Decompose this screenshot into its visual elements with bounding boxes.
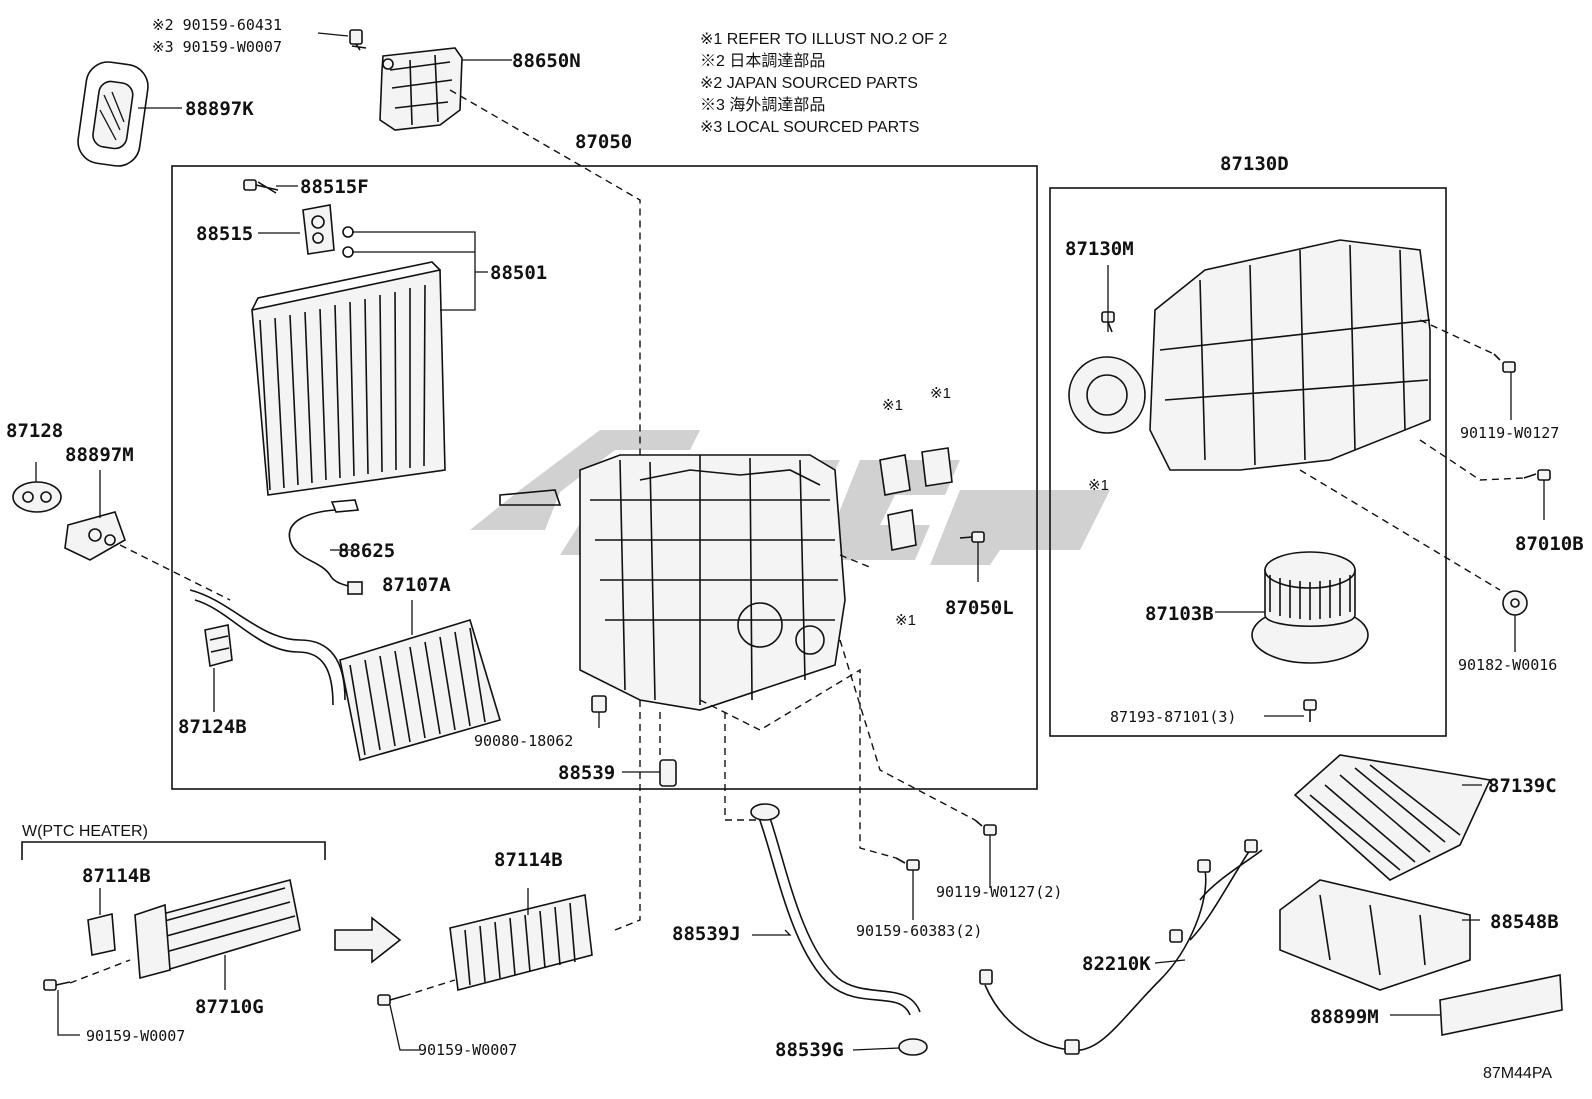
part-label[interactable]: 87114B: [494, 849, 563, 871]
part-88899M-drawing: [1439, 974, 1563, 1036]
part-label[interactable]: 87139C: [1488, 775, 1557, 797]
screw-90119-W0127-drawing: [1493, 353, 1516, 373]
part-label[interactable]: 87128: [6, 420, 63, 442]
part-88515-drawing: [302, 204, 354, 258]
part-label[interactable]: 87710G: [195, 996, 264, 1018]
part-label[interactable]: 88897M: [65, 444, 134, 466]
ref-mark-4: ※1: [1088, 477, 1109, 494]
screw-90159-60383-drawing: [895, 857, 920, 871]
assembly-box-87130D: [1049, 187, 1447, 737]
part-87124B-drawing: [204, 624, 233, 668]
part-90080-18062-drawing: [591, 695, 607, 713]
part-label[interactable]: 90159-W0007: [418, 1041, 517, 1059]
bolt-90159-60431-drawing: [349, 29, 367, 51]
part-label[interactable]: 88899M: [1310, 1006, 1379, 1028]
part-87114B-left-drawing: [87, 912, 116, 956]
ref-mark-3: ※1: [895, 612, 916, 629]
part-label[interactable]: 88515F: [300, 176, 369, 198]
part-label[interactable]: 88897K: [185, 98, 254, 120]
screw-87050L-drawing: [959, 531, 985, 543]
part-87050-housing-drawing: [499, 454, 846, 711]
part-label[interactable]: ※3 90159-W0007: [152, 38, 282, 56]
part-label[interactable]: 87130D: [1220, 153, 1289, 175]
screw-87010B-drawing: [1523, 469, 1551, 481]
note-3: ※2 JAPAN SOURCED PARTS: [700, 75, 918, 92]
part-87114B-right-drawing: [449, 894, 593, 992]
part-87107A-heater-core-drawing: [189, 589, 501, 762]
part-label[interactable]: 90182-W0016: [1458, 656, 1557, 674]
part-82210K-harness-drawing: [979, 839, 1263, 1055]
part-label[interactable]: 90159-60383(2): [856, 922, 982, 940]
part-label[interactable]: 82210K: [1082, 953, 1151, 975]
part-label[interactable]: 88650N: [512, 50, 581, 72]
part-label[interactable]: 88515: [196, 223, 253, 245]
part-label[interactable]: 87050L: [945, 597, 1014, 619]
note-5: ※3 LOCAL SOURCED PARTS: [700, 119, 919, 136]
part-88539J-hose-drawing: [750, 803, 921, 1016]
ref-mark-2: ※1: [930, 385, 951, 402]
part-label[interactable]: 88539J: [672, 923, 741, 945]
part-88539-drawing: [659, 759, 677, 787]
ptc-heater-bracket: [21, 841, 326, 860]
leader-lines: [35, 32, 1545, 1051]
part-87710G-ptc-heater-drawing: [134, 879, 301, 980]
note-4: ※3 海外調達部品: [700, 96, 825, 114]
part-label[interactable]: 90159-W0007: [86, 1027, 185, 1045]
part-88897M-drawing: [64, 511, 126, 561]
actuators-drawing: [879, 447, 953, 551]
note-1: ※1 REFER TO ILLUST NO.2 OF 2: [700, 31, 947, 48]
part-88539G-drawing: [898, 1038, 928, 1056]
part-87139C-filter-drawing: [1293, 754, 1492, 881]
arrow-icon: [334, 916, 402, 964]
screw-90159-W0007-left-drawing: [43, 979, 71, 991]
notes-block: ※1 REFER TO ILLUST NO.2 OF 2 ※2 日本調達部品 ※…: [700, 31, 947, 136]
part-label[interactable]: 88548B: [1490, 911, 1559, 933]
part-label[interactable]: 90119-W0127(2): [936, 883, 1062, 901]
note-2: ※2 日本調達部品: [700, 52, 825, 70]
part-87130D-blower-drawing: [1068, 239, 1431, 471]
diagram-code: 87M44PA: [1483, 1065, 1552, 1082]
part-label[interactable]: 88539: [558, 762, 615, 784]
part-label[interactable]: 87130M: [1065, 238, 1134, 260]
part-label[interactable]: 87114B: [82, 865, 151, 887]
part-label[interactable]: 90119-W0127: [1460, 424, 1559, 442]
part-labels: ※2 90159-60431 ※3 90159-W0007 88650N 888…: [6, 16, 1584, 1061]
clip-90182-W0016-drawing: [1502, 590, 1528, 616]
screw-90119-W0127-2-drawing: [974, 819, 997, 836]
part-88548B-drawing: [1279, 879, 1471, 991]
dashed-guide-lines: [69, 89, 1525, 997]
part-label[interactable]: 87107A: [382, 574, 451, 596]
part-label[interactable]: 90080-18062: [474, 732, 573, 750]
part-88625-sensor-drawing: [288, 499, 363, 595]
part-label[interactable]: 87103B: [1145, 603, 1214, 625]
bolt-88515F-drawing: [243, 179, 279, 194]
part-label[interactable]: 87193-87101(3): [1110, 708, 1236, 726]
assembly-box-87050: [171, 165, 1038, 790]
part-label[interactable]: 88501: [490, 262, 547, 284]
part-label[interactable]: 87050: [575, 131, 632, 153]
part-label[interactable]: 88539G: [775, 1039, 844, 1061]
part-label[interactable]: 88625: [338, 540, 395, 562]
part-87128-drawing: [12, 481, 62, 513]
screw-90159-W0007-right-drawing: [377, 994, 405, 1006]
part-88650N-drawing: [379, 47, 463, 131]
part-88501-evaporator-drawing: [251, 261, 446, 496]
screw-87193-drawing: [1303, 699, 1317, 722]
part-label[interactable]: 87124B: [178, 716, 247, 738]
part-88897K-drawing: [77, 61, 149, 167]
ref-mark-1: ※1: [882, 397, 903, 414]
section-label-ptc-heater: W(PTC HEATER): [22, 823, 148, 840]
part-label[interactable]: 87010B: [1515, 533, 1584, 555]
part-label[interactable]: ※2 90159-60431: [152, 16, 282, 34]
part-87103B-motor-drawing: [1251, 551, 1369, 664]
